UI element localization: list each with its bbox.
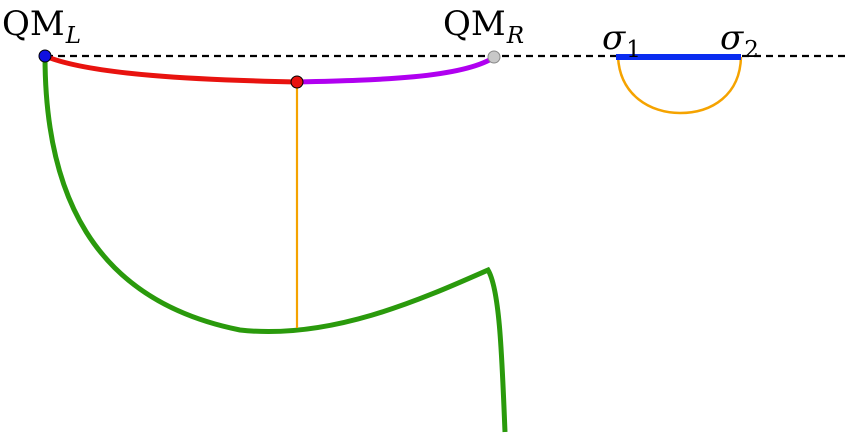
red-curve xyxy=(44,53,298,85)
purple-curve xyxy=(296,55,495,85)
label-qm-left: QML xyxy=(2,4,81,49)
left-endpoint-dot xyxy=(38,49,52,63)
label-sigma-1: σ1 xyxy=(602,18,641,63)
mid-point-dot xyxy=(290,75,304,89)
right-endpoint-dot xyxy=(487,50,501,64)
green-curve xyxy=(42,55,508,433)
label-qm-right: QMR xyxy=(443,4,525,49)
orange-semicircle xyxy=(616,56,743,115)
label-sigma-2: σ2 xyxy=(720,18,759,63)
